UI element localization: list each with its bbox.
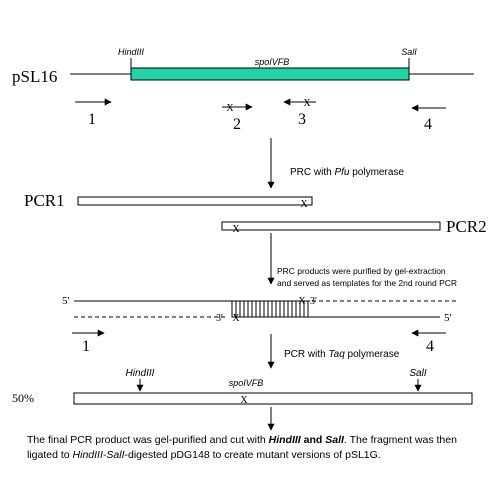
caption-hindiii-sali: HindIII-SalI — [72, 449, 125, 461]
primer-1-label: 1 — [88, 111, 96, 128]
step-1-enzyme: Pfu — [334, 167, 349, 178]
caption-hindiii: HindIII — [268, 434, 301, 446]
caption-part-4: -digested pDG148 to create mutant versio… — [124, 449, 381, 461]
primer-3-mutation: X — [303, 98, 311, 109]
primer-3-label: 3 — [298, 111, 306, 128]
bottom-strand-5prime: 5' — [444, 312, 452, 324]
pcr2-label: PCR2 — [446, 217, 487, 236]
step-3-text: PCR with Taq polymerase — [284, 349, 400, 360]
top-strand-3prime: 3' — [310, 296, 317, 307]
pcr1-mutation: X — [300, 199, 308, 210]
pcr2-product — [221, 221, 441, 231]
caption-part-3: . The fragment was then ligated to — [27, 434, 457, 461]
gene-box-spoivfb — [130, 67, 410, 81]
round2-primer-1-label: 1 — [82, 338, 90, 355]
final-site-label-sali: SalI — [409, 368, 426, 379]
caption: The final PCR product was gel-purified a… — [27, 433, 482, 463]
primer-2-mutation: X — [226, 103, 234, 114]
site-label-hindiii: HindIII — [118, 47, 145, 57]
step-3-prefix: PCR with — [284, 349, 328, 360]
step-3-enzyme: Taq — [328, 349, 345, 360]
round2-primer-4-label: 4 — [426, 338, 434, 355]
bottom-strand-3prime: 3' — [216, 313, 223, 324]
step-2-line-2: and served as templates for the 2nd roun… — [277, 278, 457, 288]
site-label-sali: SalI — [401, 47, 417, 57]
top-strand-5prime: 5' — [62, 295, 70, 307]
step-3-suffix: polymerase — [345, 349, 400, 360]
pcr2-mutation: X — [232, 224, 240, 235]
caption-part-2: and — [300, 434, 326, 446]
primer-2-label: 2 — [233, 116, 241, 133]
final-percent-label: 50% — [12, 391, 34, 405]
final-site-hindiii-text: HindIII — [126, 368, 155, 379]
final-mutation: X — [240, 395, 248, 406]
pcr1-label: PCR1 — [24, 191, 65, 210]
step-2-line-1: PRC products were purified by gel-extrac… — [277, 266, 446, 276]
step-1-suffix: polymerase — [349, 167, 404, 178]
caption-sali: SalI — [325, 434, 344, 446]
overlap-hybridization-region — [231, 300, 309, 318]
pcr1-product — [77, 196, 313, 206]
overlap-outline — [231, 300, 309, 318]
final-site-label-hindiii: HindIII — [126, 368, 155, 379]
gene-label: spoIVFB — [255, 57, 290, 67]
primer-4-label: 4 — [424, 116, 432, 133]
step-1-prefix: PRC with — [290, 167, 334, 178]
step-1-text: PRC with Pfu polymerase — [290, 167, 404, 178]
bottom-strand-mutation: X — [232, 313, 240, 324]
final-gene-label: spoIVFB — [229, 378, 264, 388]
caption-part-1: The final PCR product was gel-purified a… — [27, 434, 269, 446]
final-pcr-product — [73, 392, 473, 405]
plasmid-name: pSL16 — [12, 67, 57, 86]
